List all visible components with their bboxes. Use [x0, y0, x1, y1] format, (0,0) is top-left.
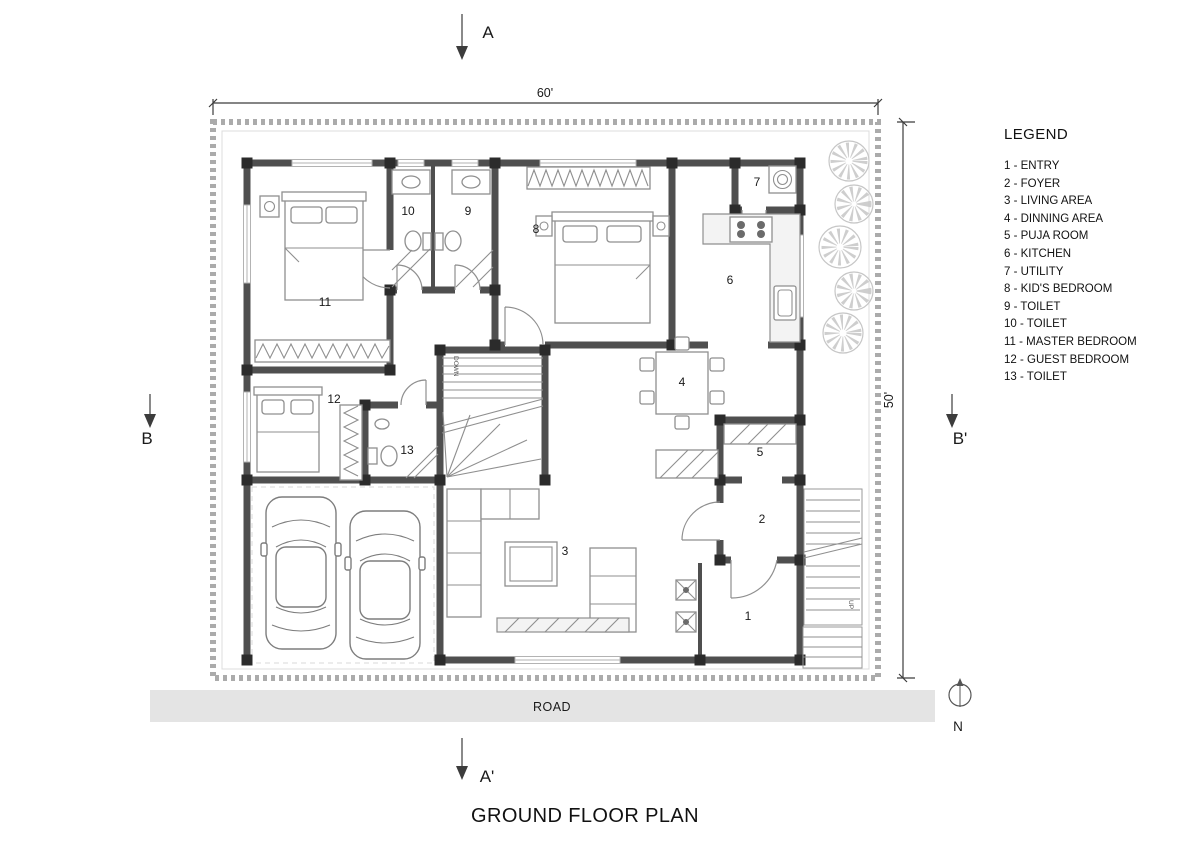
car: [260, 496, 342, 650]
tree-icon: [834, 271, 874, 311]
legend-item-toilet-13: 13 - TOILET: [1004, 371, 1067, 384]
legend: LEGEND 1 - ENTRY 2 - FOYER 3 - LIVING AR…: [1004, 126, 1137, 387]
road-strip: ROAD: [150, 690, 935, 722]
room-label-puja-room: 5: [757, 445, 764, 459]
north-label: N: [953, 719, 963, 734]
room-label-kids-bedroom: 8: [533, 222, 540, 236]
trees: [818, 140, 874, 354]
legend-item-living-area: 3 - LIVING AREA: [1004, 195, 1093, 208]
section-marker-a-prime: A': [456, 738, 494, 786]
guest-bedroom-furniture: [253, 386, 363, 481]
staircase-down: DOWN: [441, 356, 544, 478]
legend-items: 1 - ENTRY 2 - FOYER 3 - LIVING AREA 4 - …: [1004, 158, 1137, 387]
section-label-b: B: [141, 429, 152, 448]
legend-item-dinning-area: 4 - DINNING AREA: [1004, 212, 1104, 225]
legend-item-guest-bedroom: 12 - GUEST BEDROOM: [1004, 353, 1130, 366]
dimension-right: 50': [882, 117, 915, 683]
toilet-13-fixtures: [367, 418, 439, 479]
columns: [241, 157, 806, 666]
tree-icon: [834, 184, 874, 224]
legend-item-puja-room: 5 - PUJA ROOM: [1004, 230, 1089, 243]
kids-bedroom-furniture: [526, 166, 670, 324]
living-room-furniture: [446, 488, 697, 633]
car: [344, 510, 426, 660]
carport-outline: [251, 486, 435, 664]
north-compass-icon: N: [948, 678, 972, 734]
stair-down-label: DOWN: [452, 356, 459, 377]
legend-item-toilet-10: 10 - TOILET: [1004, 318, 1067, 331]
sink: [773, 285, 797, 321]
section-marker-b-prime: B': [946, 394, 967, 448]
tree-icon: [818, 225, 862, 269]
tree-icon: [822, 312, 864, 354]
section-marker-b: B: [141, 394, 156, 448]
plan-title: GROUND FLOOR PLAN: [471, 805, 699, 827]
room-label-toilet-13: 13: [400, 443, 414, 457]
legend-item-foyer: 2 - FOYER: [1004, 177, 1061, 190]
room-label-kitchen: 6: [727, 273, 734, 287]
dimension-top: 60': [208, 86, 883, 115]
tree-icon: [828, 140, 870, 182]
room-label-master-bedroom: 11: [319, 295, 332, 309]
room-label-toilet-9: 9: [465, 204, 472, 218]
puja-furniture: [723, 423, 797, 445]
room-label-entry: 1: [745, 609, 752, 623]
coffee-table: [504, 541, 558, 587]
stair-up-label: UP: [847, 600, 854, 609]
stove: [729, 216, 773, 243]
dimension-top-label: 60': [537, 86, 553, 100]
utility-furniture: [768, 165, 797, 194]
room-label-toilet-10: 10: [401, 204, 415, 218]
legend-item-entry: 1 - ENTRY: [1004, 160, 1060, 172]
legend-item-kitchen: 6 - KITCHEN: [1004, 247, 1072, 260]
dining-table: [655, 351, 709, 415]
section-label-a-prime: A': [480, 767, 495, 786]
doors: [351, 209, 778, 599]
room-label-foyer: 2: [759, 512, 766, 526]
planter-icon: [675, 611, 697, 633]
master-bedroom-furniture: [254, 191, 391, 363]
entry-steps: [802, 626, 863, 669]
staircase-up: UP: [803, 488, 863, 626]
legend-item-utility: 7 - UTILITY: [1004, 265, 1064, 278]
foyer-bench: [655, 449, 719, 479]
legend-item-kids-bedroom: 8 - KID'S BEDROOM: [1004, 283, 1113, 296]
compound-wall: [210, 119, 881, 681]
room-label-dinning-area: 4: [679, 375, 686, 389]
legend-title: LEGEND: [1004, 126, 1069, 143]
toilets-9-10-fixtures: [391, 169, 494, 288]
road-label: ROAD: [533, 700, 571, 714]
room-labels: 1 2 3 4 5 6 7 8 9 10 11 12 13: [319, 175, 766, 623]
legend-item-master-bedroom: 11 - MASTER BEDROOM: [1004, 335, 1137, 348]
dimension-right-label: 50': [882, 392, 896, 408]
legend-item-toilet-9: 9 - TOILET: [1004, 300, 1061, 313]
dining-furniture: [639, 336, 725, 430]
kitchen-furniture: [702, 213, 801, 343]
room-label-utility: 7: [754, 175, 761, 189]
room-label-guest-bedroom: 12: [327, 392, 341, 406]
section-label-b-prime: B': [953, 429, 968, 448]
section-marker-a: A: [456, 14, 494, 60]
room-label-living-area: 3: [562, 544, 569, 558]
section-label-a: A: [482, 23, 494, 42]
planter-icon: [675, 579, 697, 601]
